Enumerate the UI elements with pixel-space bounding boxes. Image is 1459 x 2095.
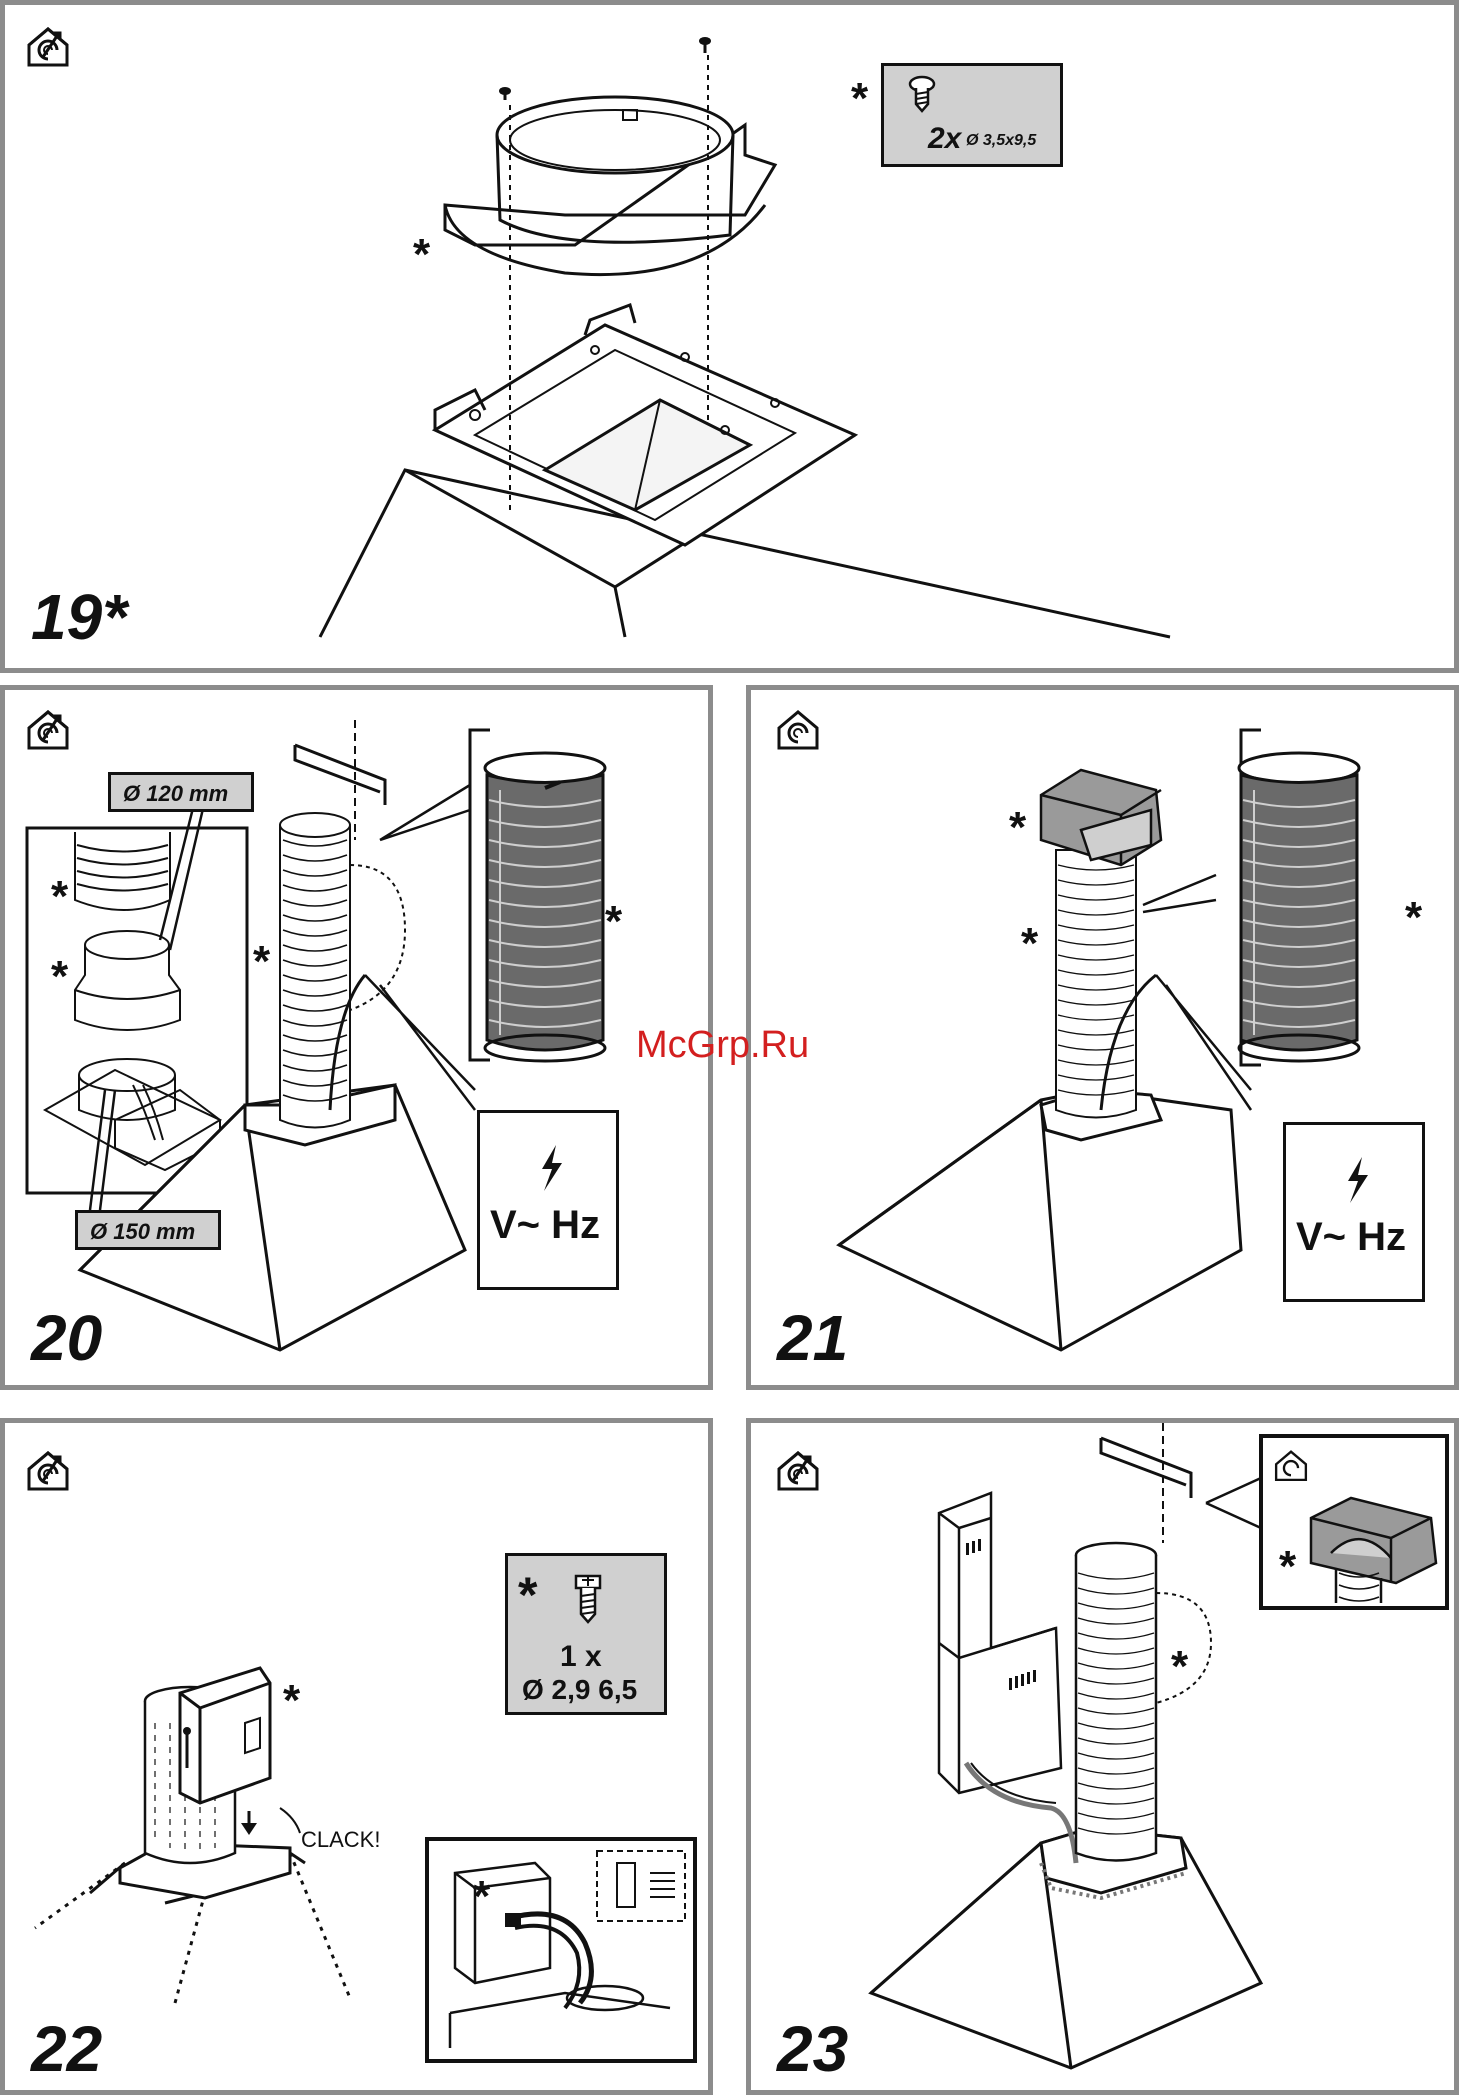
screw-icon [570, 1572, 606, 1626]
panel-step-23: * * 23 [746, 1418, 1459, 2095]
optional-part-marker: * [1279, 1545, 1296, 1589]
screw-spec-box: * 1 x Ø 2,9 6,5 [505, 1553, 667, 1715]
diameter-label-150: Ø 150 mm [75, 1210, 221, 1250]
step-number: 22 [31, 2017, 102, 2081]
screw-quantity: 2x [928, 122, 961, 156]
optional-part-marker: * [1021, 922, 1038, 966]
optional-part-marker: * [253, 940, 270, 984]
watermark: McGrp.Ru [636, 1024, 809, 1067]
optional-part-marker: * [283, 1679, 300, 1723]
panel-step-22: * * CLACK! * 1 x Ø 2,9 6,5 22 [0, 1418, 713, 2095]
optional-part-marker: * [51, 955, 68, 999]
junction-box-diagram [5, 1423, 708, 2090]
step-number: 21 [777, 1306, 848, 1370]
step-number: 19* [31, 585, 127, 649]
step-number: 23 [777, 2017, 848, 2081]
clack-sound-label: CLACK! [301, 1827, 380, 1853]
voltage-frequency-label: V~ Hz [1296, 1215, 1406, 1260]
screw-optional-marker: * [851, 77, 868, 121]
voltage-frequency-label: V~ Hz [490, 1203, 600, 1248]
optional-part-marker: * [51, 875, 68, 919]
panel-step-21: * * * V~ Hz 21 [746, 685, 1459, 1390]
chimney-installation-diagram [751, 1423, 1454, 2090]
screw-icon [902, 74, 942, 114]
lightning-icon [1336, 1155, 1376, 1205]
optional-part-marker: * [413, 233, 430, 277]
diameter-label-120: Ø 120 mm [108, 772, 254, 812]
optional-part-marker: * [1171, 1645, 1188, 1689]
screw-size: Ø 3,5x9,5 [966, 132, 1036, 150]
electrical-connection-box: V~ Hz [477, 1110, 619, 1290]
panel-step-20: Ø 120 mm Ø 150 mm * * * * V~ Hz 20 [0, 685, 713, 1390]
optional-part-marker: * [1405, 896, 1422, 940]
screw-quantity: 1 x [560, 1640, 602, 1674]
lightning-icon [530, 1143, 570, 1193]
optional-part-marker: * [1009, 806, 1026, 850]
hood-top-diagram [5, 5, 1454, 668]
panel-step-19: * 2x Ø 3,5x9,5 * 19* [0, 0, 1459, 673]
screw-optional-marker: * [518, 1570, 537, 1620]
screw-spec-box: 2x Ø 3,5x9,5 [881, 63, 1063, 167]
electrical-connection-box: V~ Hz [1283, 1122, 1425, 1302]
optional-part-marker: * [473, 1875, 490, 1919]
step-number: 20 [31, 1306, 102, 1370]
screw-size: Ø 2,9 6,5 [522, 1674, 637, 1706]
optional-part-marker: * [605, 900, 622, 944]
